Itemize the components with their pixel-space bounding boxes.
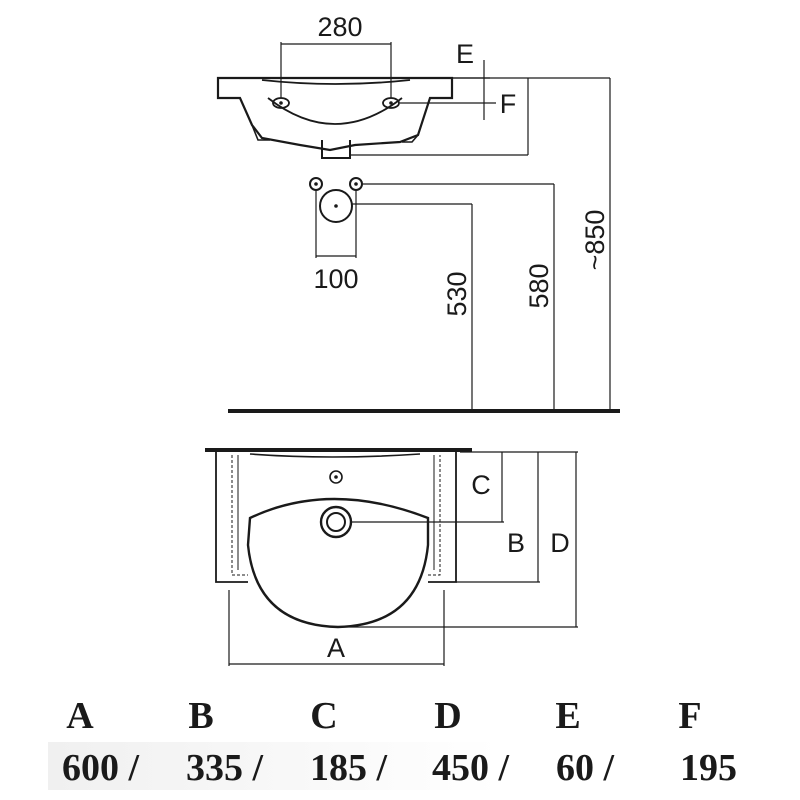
waste-outlet <box>319 189 353 223</box>
dimension-580: 580 <box>362 183 555 410</box>
dimension-e-label: E <box>456 39 474 69</box>
legend-value: 600 / <box>62 747 140 789</box>
washbasin-technical-drawing: 280 E F <box>205 12 620 666</box>
faucet-hole <box>329 470 343 484</box>
dimension-b: B <box>456 451 540 583</box>
legend-header: B <box>188 695 214 737</box>
dimension-850: ~850 <box>580 78 611 410</box>
legend-header: E <box>555 695 581 737</box>
dimension-f: F <box>400 78 516 120</box>
dimension-d: D <box>340 451 578 628</box>
legend-header-row: A B C D E F <box>0 690 800 738</box>
legend-value: 60 / <box>556 747 615 789</box>
dimension-580-label: 580 <box>524 263 554 308</box>
legend-header: A <box>66 695 94 737</box>
legend-value: 195 <box>680 747 737 789</box>
basin-rim-outline <box>216 76 454 152</box>
countertop-surface <box>249 453 421 458</box>
basin-bowl-outline <box>246 497 430 629</box>
dimension-530-label: 530 <box>442 271 472 316</box>
dimension-530: 530 <box>352 203 473 410</box>
basin-side-view <box>216 76 454 159</box>
dimension-280-label: 280 <box>317 12 362 42</box>
dimensions-legend: A B C D E F 600 / 335 / 185 / 450 / 60 /… <box>0 690 800 800</box>
water-inlet-right <box>349 177 363 191</box>
water-inlet-left <box>309 177 323 191</box>
dimension-850-label: ~850 <box>580 210 610 271</box>
legend-value: 450 / <box>432 747 510 789</box>
basin-drain <box>319 505 353 539</box>
dimension-280: 280 <box>280 12 392 98</box>
basin-bowl-curve <box>261 79 411 125</box>
cabinet-inner-dashed <box>231 455 441 576</box>
basin-support-right <box>402 134 419 143</box>
legend-header: F <box>678 695 702 737</box>
dimension-e: E <box>452 39 490 79</box>
dimension-100-label: 100 <box>313 264 358 294</box>
legend-value: 335 / <box>186 747 264 789</box>
legend-header: D <box>434 695 462 737</box>
basin-plan-view <box>205 448 472 629</box>
basin-drain-outline <box>321 140 351 159</box>
dimension-b-label: B <box>507 528 525 558</box>
dimension-a-label: A <box>327 633 345 663</box>
dimension-f-label: F <box>500 89 517 119</box>
dimension-c-label: C <box>471 470 491 500</box>
dimension-c: C <box>350 451 504 523</box>
dimension-d-label: D <box>550 528 570 558</box>
legend-value: 185 / <box>310 747 388 789</box>
dimension-a: A <box>228 590 445 666</box>
legend-header: C <box>310 695 338 737</box>
cabinet-inner-frame <box>237 455 435 570</box>
basin-support-left <box>251 124 270 141</box>
legend-values-row: 600 / 335 / 185 / 450 / 60 / 195 <box>48 742 800 790</box>
wall-connection-view: 100 <box>309 177 363 294</box>
